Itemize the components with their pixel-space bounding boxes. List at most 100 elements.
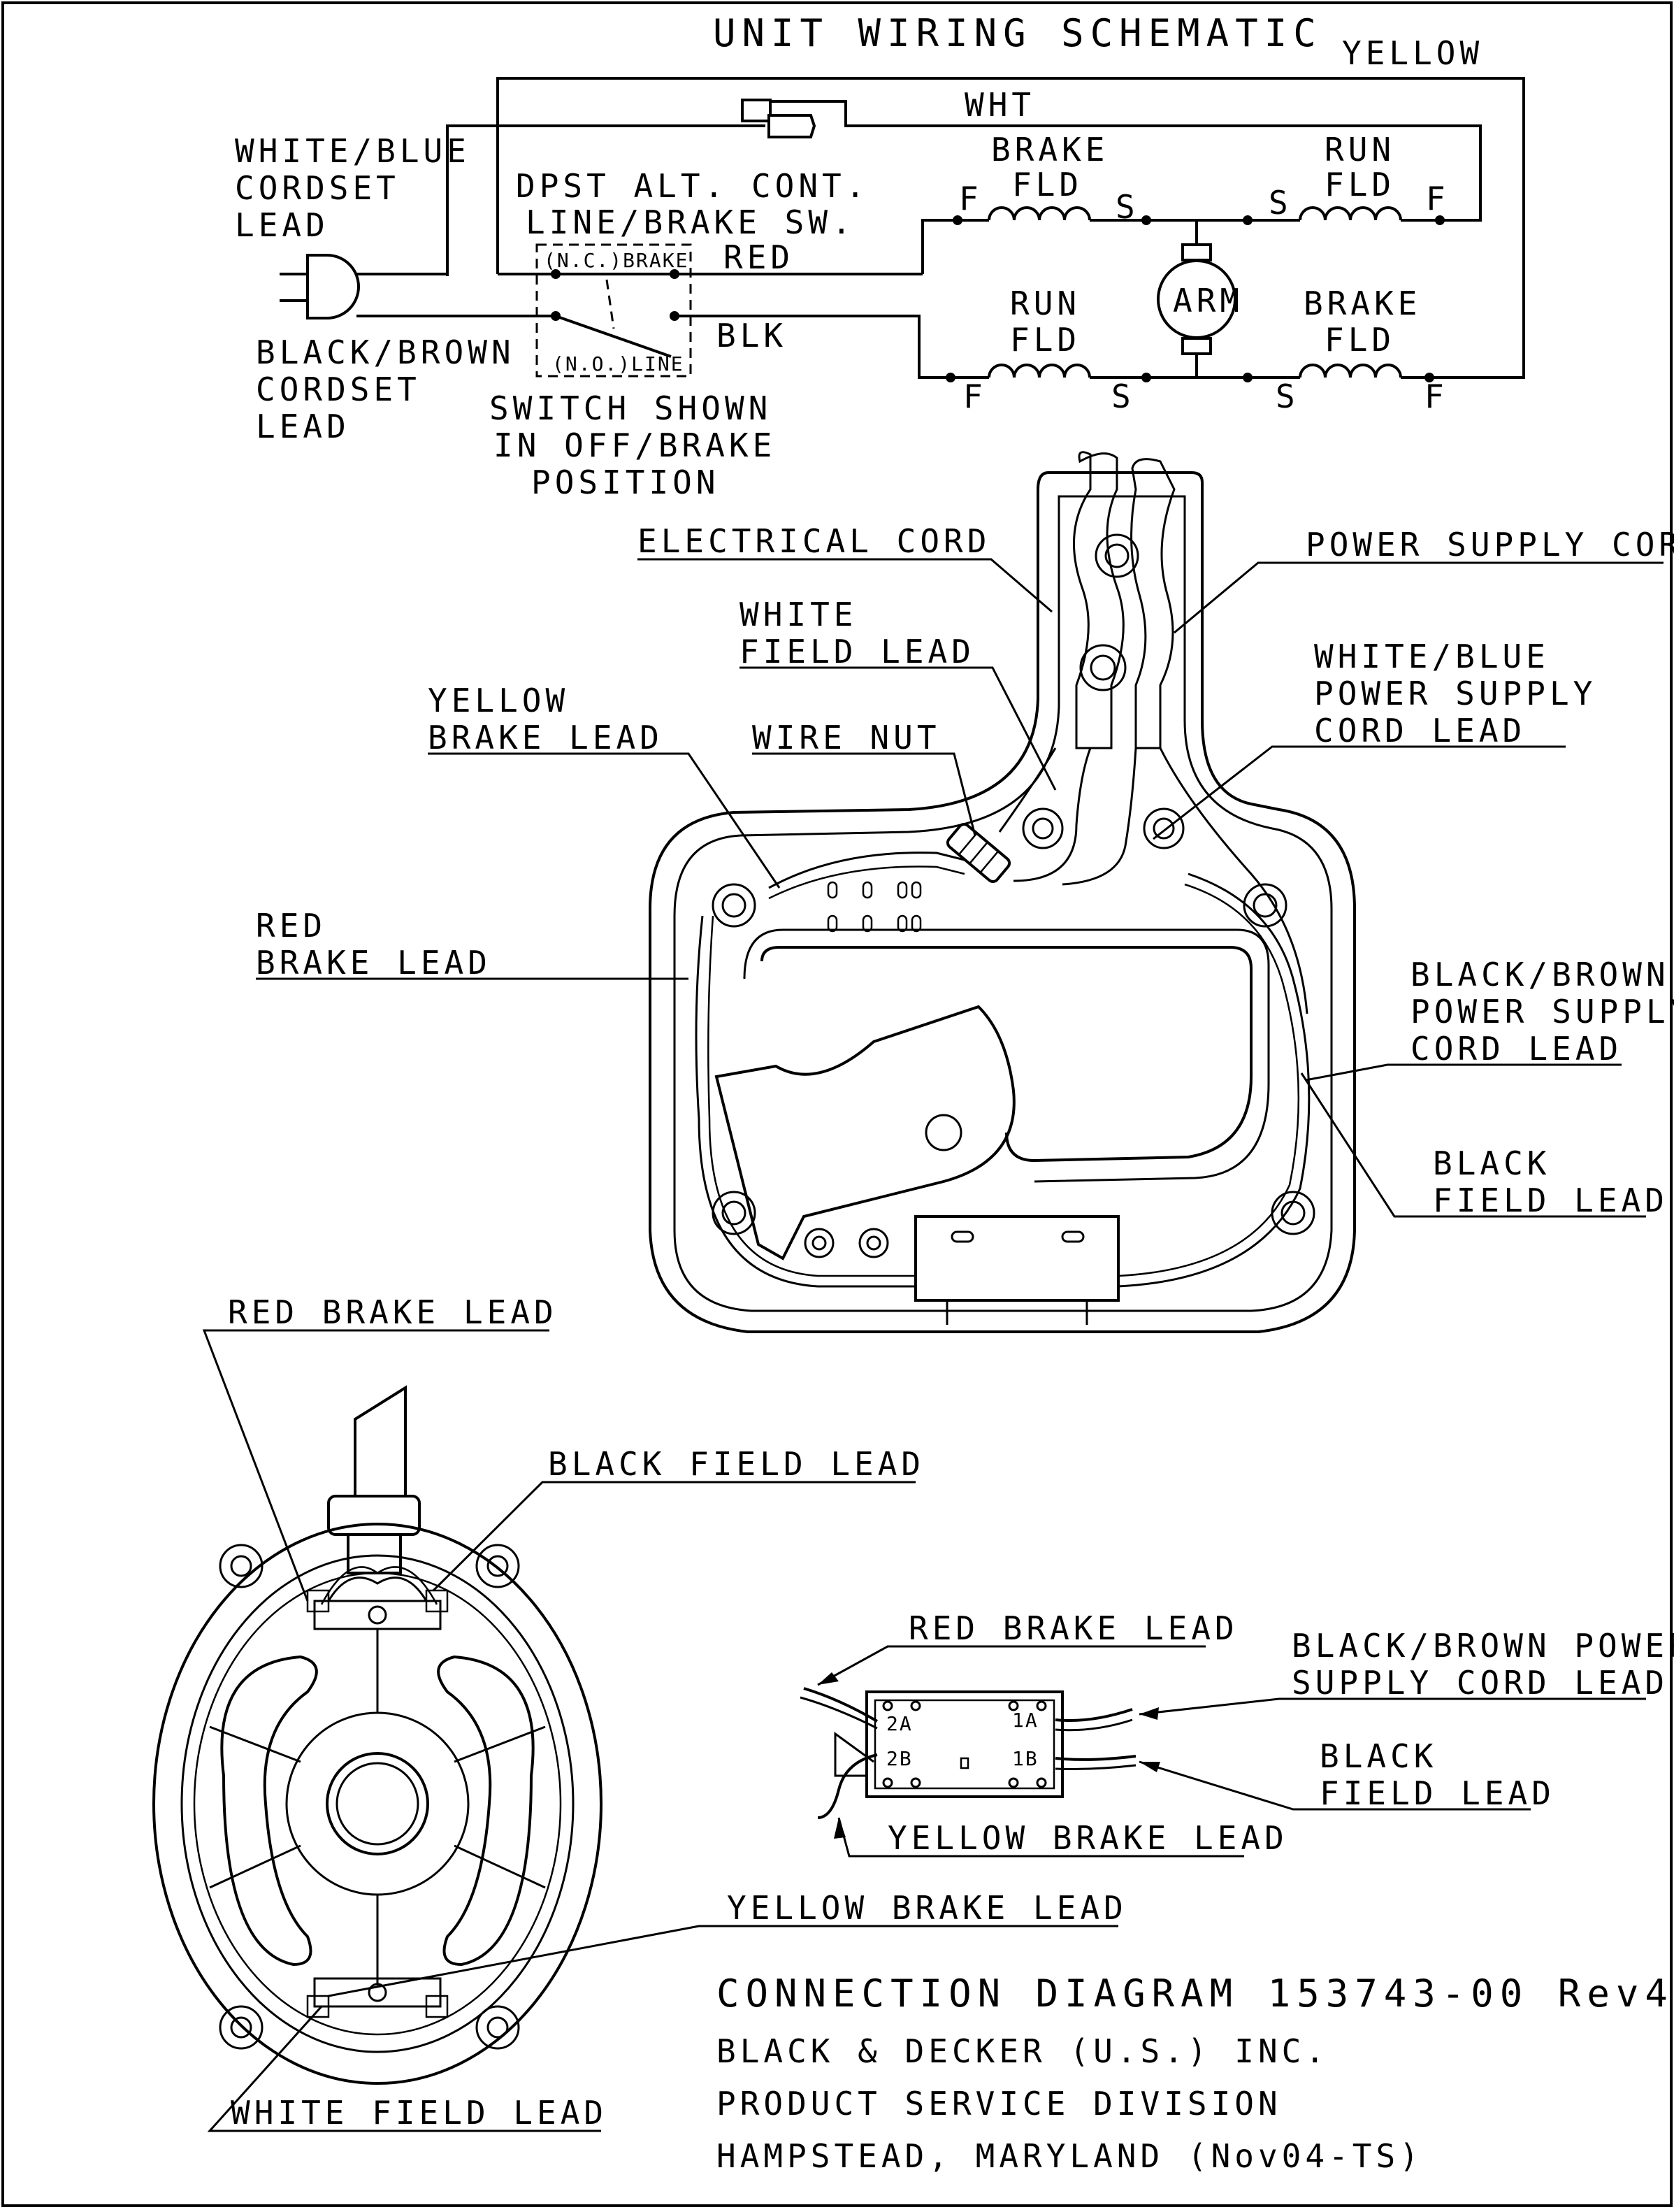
label-f-1: F — [959, 180, 983, 217]
label-red-brake-lead-1: RED — [256, 907, 326, 945]
label-yellow-brake-lead-2: BRAKE LEAD — [428, 719, 663, 756]
white-blue-wire — [446, 124, 765, 276]
label-detail-black-brown-psc-2: SUPPLY CORD LEAD — [1292, 1664, 1668, 1702]
label-black-field-lead-1: BLACK — [1433, 1144, 1550, 1182]
electrical-cord — [1073, 451, 1125, 749]
label-arm: ARM — [1173, 282, 1243, 319]
label-switch-note-2: IN OFF/BRAKE — [493, 426, 776, 464]
black-field-wire-routed — [1118, 872, 1311, 1288]
label-red-brake-lead-2: BRAKE LEAD — [256, 944, 491, 982]
field-pole-right — [437, 1655, 535, 1967]
label-s-1: S — [1116, 188, 1139, 226]
wht-wire — [741, 100, 1482, 222]
label-run-fld-bottom-2: FLD — [1010, 321, 1081, 359]
label-black-brown-2: CORDSET — [256, 371, 421, 408]
title-block-line-4: HAMPSTEAD, MARYLAND (Nov04-TS) — [716, 2137, 1423, 2175]
switch-detail: 2A 2B 1A 1B RED BRAKE LEAD BLACK/BROWN P… — [800, 1609, 1674, 1858]
brake-field-bottom-coil — [1299, 364, 1402, 378]
motor-hub — [326, 1752, 429, 1855]
label-yellow: YELLOW — [1342, 34, 1483, 72]
label-white-field-lead-1: WHITE — [739, 596, 857, 633]
cordset-plug — [306, 254, 360, 319]
label-switch-2: LINE/BRAKE SW. — [526, 203, 856, 241]
motor-housing-outer — [152, 1523, 603, 2085]
label-black-brown-1: BLACK/BROWN — [256, 333, 515, 371]
run-field-bottom-coil — [988, 364, 1091, 378]
label-yellow-brake-lead-1: YELLOW — [428, 682, 569, 719]
trigger-cavity — [760, 946, 1253, 1163]
label-s-4: S — [1276, 378, 1299, 415]
trigger — [714, 1005, 1016, 1261]
label-white-blue-psc-3: CORD LEAD — [1314, 712, 1526, 749]
wht-connector-female — [741, 99, 772, 122]
label-white-blue-3: LEAD — [235, 206, 329, 244]
yellow-wire — [496, 77, 1525, 379]
label-white-blue-2: CORDSET — [235, 169, 400, 207]
label-black-brown-psc-3: CORD LEAD — [1410, 1030, 1622, 1068]
label-f-2: F — [1426, 180, 1450, 217]
switch-box — [535, 243, 692, 378]
red-brake-wire-routed — [695, 915, 916, 1288]
label-switch-1: DPST ALT. CONT. — [516, 167, 869, 205]
housing-diagram: ELECTRICAL CORD POWER SUPPLY CORD WHITE … — [256, 451, 1674, 1333]
label-motor-yellow-brake-lead: YELLOW BRAKE LEAD — [727, 1889, 1127, 1927]
wiring-schematic: UNIT WIRING SCHEMATIC YELLOW WHT WHITE/B… — [235, 11, 1525, 501]
title-block-line-3: PRODUCT SERVICE DIVISION — [716, 2085, 1282, 2123]
label-nc-brake: (N.C.)BRAKE — [544, 249, 688, 272]
motor-diagram: RED BRAKE LEAD BLACK FIELD LEAD YELLOW B… — [152, 1293, 1127, 2132]
terminal-1b: 1B — [1012, 1747, 1039, 1770]
label-detail-red-brake-lead: RED BRAKE LEAD — [909, 1609, 1239, 1647]
label-wire-nut: WIRE NUT — [752, 719, 941, 756]
label-white-blue-psc-2: POWER SUPPLY — [1314, 675, 1596, 712]
label-electrical-cord: ELECTRICAL CORD — [637, 522, 990, 560]
label-black-brown-psc-2: POWER SUPPLY — [1410, 993, 1674, 1030]
label-detail-black-brown-psc-1: BLACK/BROWN POWER — [1292, 1627, 1674, 1665]
switch-detail-body — [865, 1690, 1064, 1798]
label-power-supply-cord: POWER SUPPLY CORD — [1306, 526, 1674, 563]
run-field-top-coil — [1299, 206, 1402, 221]
housing-switch — [914, 1215, 1120, 1302]
label-red: RED — [723, 238, 794, 276]
title-block-line-2: BLACK & DECKER (U.S.) INC. — [716, 2032, 1329, 2070]
label-brake-fld-bottom-1: BRAKE — [1304, 285, 1421, 322]
label-run-fld-top-2: FLD — [1325, 166, 1395, 203]
wire-nut — [946, 823, 1011, 883]
wht-connector-male — [767, 114, 816, 138]
label-brake-fld-top-2: FLD — [1012, 166, 1083, 203]
label-run-fld-bottom-1: RUN — [1010, 285, 1081, 322]
label-brake-fld-top-1: BRAKE — [991, 131, 1109, 168]
label-no-line: (N.O.)LINE — [552, 352, 684, 375]
label-detail-black-field-lead-2: FIELD LEAD — [1320, 1774, 1555, 1812]
label-motor-black-field-lead: BLACK FIELD LEAD — [548, 1445, 925, 1483]
label-s-3: S — [1111, 378, 1135, 415]
terminal-2b: 2B — [886, 1747, 913, 1770]
label-run-fld-top-1: RUN — [1325, 131, 1395, 168]
label-motor-red-brake-lead: RED BRAKE LEAD — [228, 1293, 558, 1331]
title-block: CONNECTION DIAGRAM 153743-00 Rev4 BLACK … — [716, 1972, 1674, 2175]
title-block-line-1: CONNECTION DIAGRAM 153743-00 Rev4 — [716, 1972, 1674, 2016]
field-pole-left — [220, 1655, 318, 1967]
housing-inner-outline — [673, 495, 1333, 1312]
label-motor-white-field-lead: WHITE FIELD LEAD — [231, 2094, 607, 2132]
motor-shaft — [354, 1385, 407, 1498]
label-switch-note-1: SWITCH SHOWN — [489, 389, 772, 427]
label-blk: BLK — [716, 317, 787, 354]
label-brake-fld-bottom-2: FLD — [1325, 321, 1395, 359]
label-black-field-lead-2: FIELD LEAD — [1433, 1182, 1668, 1219]
blk-wire — [881, 315, 951, 379]
label-white-field-lead-2: FIELD LEAD — [739, 633, 975, 670]
red-wire — [921, 219, 958, 274]
label-f-4: F — [1424, 378, 1448, 415]
label-switch-note-3: POSITION — [531, 464, 720, 501]
terminal-2a: 2A — [886, 1712, 913, 1735]
label-wht: WHT — [965, 86, 1035, 124]
label-black-brown-psc-1: BLACK/BROWN — [1410, 956, 1670, 993]
power-supply-cord — [1130, 458, 1176, 749]
brake-field-top-coil — [988, 206, 1091, 221]
label-white-blue-psc-1: WHITE/BLUE — [1314, 638, 1550, 675]
label-detail-yellow-brake-lead: YELLOW BRAKE LEAD — [888, 1819, 1288, 1857]
label-detail-black-field-lead-1: BLACK — [1320, 1737, 1437, 1775]
